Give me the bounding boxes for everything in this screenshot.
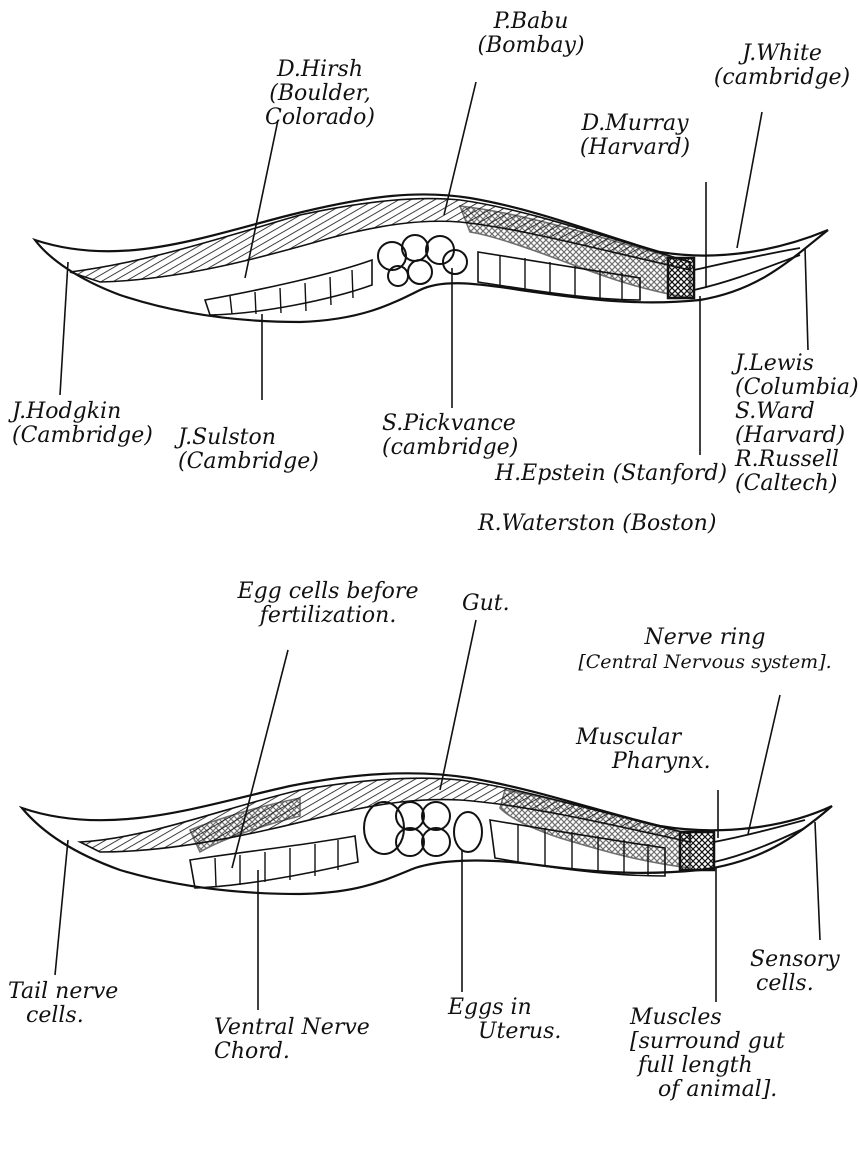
label-pharynx: Muscular Pharynx. [576,726,711,774]
label-muscles-line1: Muscles [630,1006,785,1030]
label-sulston: J.Sulston (Cambridge) [178,426,319,474]
label-tail-line2: cells. [8,1004,118,1028]
label-russell-name: R.Russell [735,448,859,472]
label-sensory-line1: Sensory [750,948,840,972]
bottom-eggs [364,802,482,856]
label-epstein: H.Epstein (Stanford) [495,462,727,486]
label-sensory-line2: cells. [750,972,840,996]
bottom-anterior-muscle [500,790,690,868]
top-cell-dividers [230,255,622,314]
label-murray-place: (Harvard) [555,136,715,160]
label-pharynx-line1: Muscular [576,726,711,750]
label-muscles: Muscles [surround gut full length of ani… [630,1006,785,1102]
label-eggs-uterus-line2: Uterus. [448,1020,561,1044]
label-pickvance-name: S.Pickvance [382,412,518,436]
top-head-tube [694,248,800,290]
top-pharynx [668,258,694,298]
label-pharynx-line2: Pharynx. [576,750,711,774]
label-murray: D.Murray (Harvard) [555,112,715,160]
label-lewis-ward-russell: J.Lewis (Columbia) S.Ward (Harvard) R.Ru… [735,352,859,496]
label-gut-text: Gut. [462,592,510,616]
top-ventral-cells [205,260,372,315]
label-babu-place: (Bombay) [466,34,596,58]
label-nerve-ring-line2: [Central Nervous system]. [570,650,840,674]
label-waterston: R.Waterston (Boston) [478,512,716,536]
label-babu-name: P.Babu [466,10,596,34]
bottom-worm [22,620,832,1010]
top-eggs [378,235,467,286]
label-sulston-place: (Cambridge) [178,450,319,474]
label-hirsh-place2: Colorado) [230,106,410,130]
label-eggs-uterus-line1: Eggs in [448,996,561,1020]
label-sulston-name: J.Sulston [178,426,319,450]
label-hirsh-name: D.Hirsh [230,58,410,82]
label-nerve-ring-line1: Nerve ring [570,626,840,650]
label-muscles-line3: full length [630,1054,785,1078]
label-waterston-name: R.Waterston (Boston) [478,512,716,536]
label-pickvance-place: (cambridge) [382,436,518,460]
label-egg-cells: Egg cells before fertilization. [218,580,438,628]
label-egg-cells-line1: Egg cells before [218,580,438,604]
label-white: J.White (cambridge) [712,42,852,90]
label-nerve-ring: Nerve ring [Central Nervous system]. [570,626,840,674]
label-eggs-uterus: Eggs in Uterus. [448,996,561,1044]
label-pickvance: S.Pickvance (cambridge) [382,412,518,460]
label-hirsh: D.Hirsh (Boulder, Colorado) [230,58,410,130]
label-white-place: (cambridge) [712,66,852,90]
label-white-name: J.White [712,42,852,66]
bottom-pointer-lines [55,620,820,1010]
label-gut: Gut. [462,592,510,616]
label-egg-cells-line2: fertilization. [218,604,438,628]
label-ventral-line2: Chord. [214,1040,370,1064]
label-ward-name: S.Ward [735,400,859,424]
label-ward-place: (Harvard) [735,424,859,448]
label-muscles-line4: of animal]. [630,1078,785,1102]
label-lewis-place: (Columbia) [735,376,859,400]
label-hodgkin: J.Hodgkin (Cambridge) [12,400,153,448]
label-ventral-line1: Ventral Nerve [214,1016,370,1040]
label-lewis-name: J.Lewis [735,352,859,376]
label-russell-place: (Caltech) [735,472,859,496]
label-muscles-line2: [surround gut [630,1030,785,1054]
label-murray-name: D.Murray [555,112,715,136]
label-tail: Tail nerve cells. [8,980,118,1028]
label-tail-line1: Tail nerve [8,980,118,1004]
label-hodgkin-name: J.Hodgkin [12,400,153,424]
label-ventral: Ventral Nerve Chord. [214,1016,370,1064]
label-epstein-name: H.Epstein (Stanford) [495,462,727,486]
label-hirsh-place: (Boulder, [230,82,410,106]
bottom-pharynx [680,832,714,870]
label-sensory: Sensory cells. [750,948,840,996]
label-hodgkin-place: (Cambridge) [12,424,153,448]
label-babu: P.Babu (Bombay) [466,10,596,58]
